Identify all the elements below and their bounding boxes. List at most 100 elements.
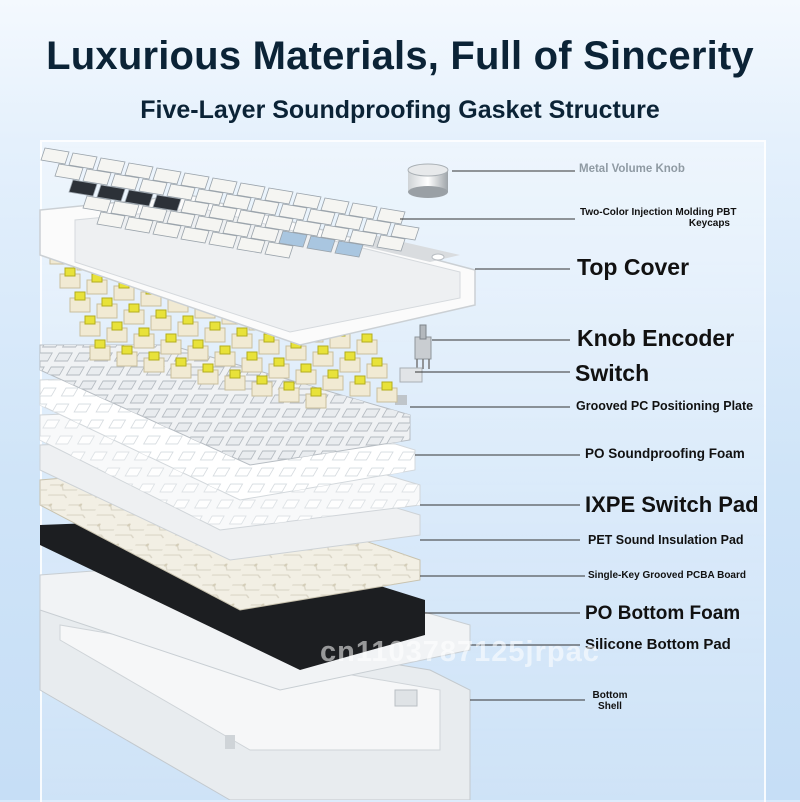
keycap <box>264 241 294 259</box>
watermark-text: cn1103787125jrpac <box>320 636 600 668</box>
keycap <box>376 234 406 252</box>
switch <box>170 357 192 379</box>
keycap <box>334 213 364 231</box>
keycap <box>376 207 406 225</box>
keycap <box>96 184 126 202</box>
keycap <box>110 173 140 191</box>
keycap <box>334 240 364 258</box>
switch <box>305 387 327 409</box>
keycap <box>320 197 350 215</box>
switch <box>133 327 155 349</box>
keycap <box>138 178 168 196</box>
keycap <box>194 188 224 206</box>
switch <box>79 315 101 337</box>
bottom-shell-layer <box>39 609 471 800</box>
switch <box>59 267 81 289</box>
keycap <box>236 236 266 254</box>
label-bottom-shell-line2: Shell <box>598 701 622 712</box>
keycap <box>348 202 378 220</box>
switch <box>69 291 91 313</box>
keycap <box>390 223 420 241</box>
keycap <box>180 199 210 217</box>
switch <box>160 333 182 355</box>
keycap <box>278 203 308 221</box>
label-top-cover: Top Cover <box>577 254 690 280</box>
switch <box>312 345 334 367</box>
switch <box>96 297 118 319</box>
metal-volume-knob <box>407 163 449 198</box>
keycap <box>68 179 98 197</box>
keycap <box>320 224 350 242</box>
keycap-layer <box>40 147 420 259</box>
label-ixpe-switch-pad: IXPE Switch Pad <box>585 492 759 517</box>
keycap <box>82 195 112 213</box>
keycap <box>152 221 182 239</box>
keycap <box>264 187 294 205</box>
switch <box>150 309 172 331</box>
keycap <box>68 152 98 170</box>
keycap <box>208 204 238 222</box>
knob-encoder <box>414 324 432 369</box>
label-metal-volume-knob: Metal Volume Knob <box>579 163 685 175</box>
keycap <box>250 198 280 216</box>
label-keycaps-line2: Keycaps <box>688 218 730 229</box>
label-keycaps-line1: Two-Color Injection Molding PBT <box>580 207 737 218</box>
label-knob-encoder: Knob Encoder <box>577 325 735 351</box>
keycap <box>208 231 238 249</box>
keycap <box>236 209 266 227</box>
switch <box>197 363 219 385</box>
keycap <box>96 211 126 229</box>
leader-lines <box>400 170 585 701</box>
label-switch: Switch <box>575 360 650 386</box>
keycap <box>250 225 280 243</box>
keycap <box>124 189 154 207</box>
keycap <box>152 194 182 212</box>
keycap <box>264 214 294 232</box>
switch <box>116 345 138 367</box>
keycap <box>306 235 336 253</box>
switch <box>214 345 236 367</box>
label-pet-insulation-pad: PET Sound Insulation Pad <box>588 533 744 547</box>
switch <box>106 321 128 343</box>
label-silicone-bottom-pad: Silicone Bottom Pad <box>585 636 731 653</box>
switch <box>268 357 290 379</box>
keycap <box>222 220 252 238</box>
switch <box>123 303 145 325</box>
label-po-bottom-foam: PO Bottom Foam <box>585 603 741 624</box>
keycap <box>166 183 196 201</box>
switch <box>89 339 111 361</box>
keycap <box>180 172 210 190</box>
switch <box>177 315 199 337</box>
switch <box>366 357 388 379</box>
switch <box>204 321 226 343</box>
switch <box>376 381 398 403</box>
switch <box>251 375 273 397</box>
keycap <box>138 205 168 223</box>
switch <box>349 375 371 397</box>
keycap <box>362 218 392 236</box>
page-title: Luxurious Materials, Full of Sincerity <box>46 34 754 78</box>
keycap <box>124 162 154 180</box>
keycap <box>152 167 182 185</box>
label-keycaps: Two-Color Injection Molding PBT Keycaps <box>580 207 737 229</box>
switch <box>231 327 253 349</box>
switch <box>241 351 263 373</box>
label-bottom-shell: Bottom Shell <box>590 690 630 712</box>
keycap <box>124 216 154 234</box>
keycap <box>208 177 238 195</box>
keycap <box>236 182 266 200</box>
switch <box>339 351 361 373</box>
keycap <box>82 168 112 186</box>
keycap <box>278 230 308 248</box>
keycap <box>166 210 196 228</box>
switch <box>356 333 378 355</box>
keycap <box>292 192 322 210</box>
keycap <box>348 229 378 247</box>
keycap <box>96 157 126 175</box>
keycap <box>306 208 336 226</box>
label-po-soundproofing-foam: PO Soundproofing Foam <box>585 446 745 461</box>
switch <box>295 363 317 385</box>
keycap <box>40 147 70 165</box>
switch <box>143 351 165 373</box>
